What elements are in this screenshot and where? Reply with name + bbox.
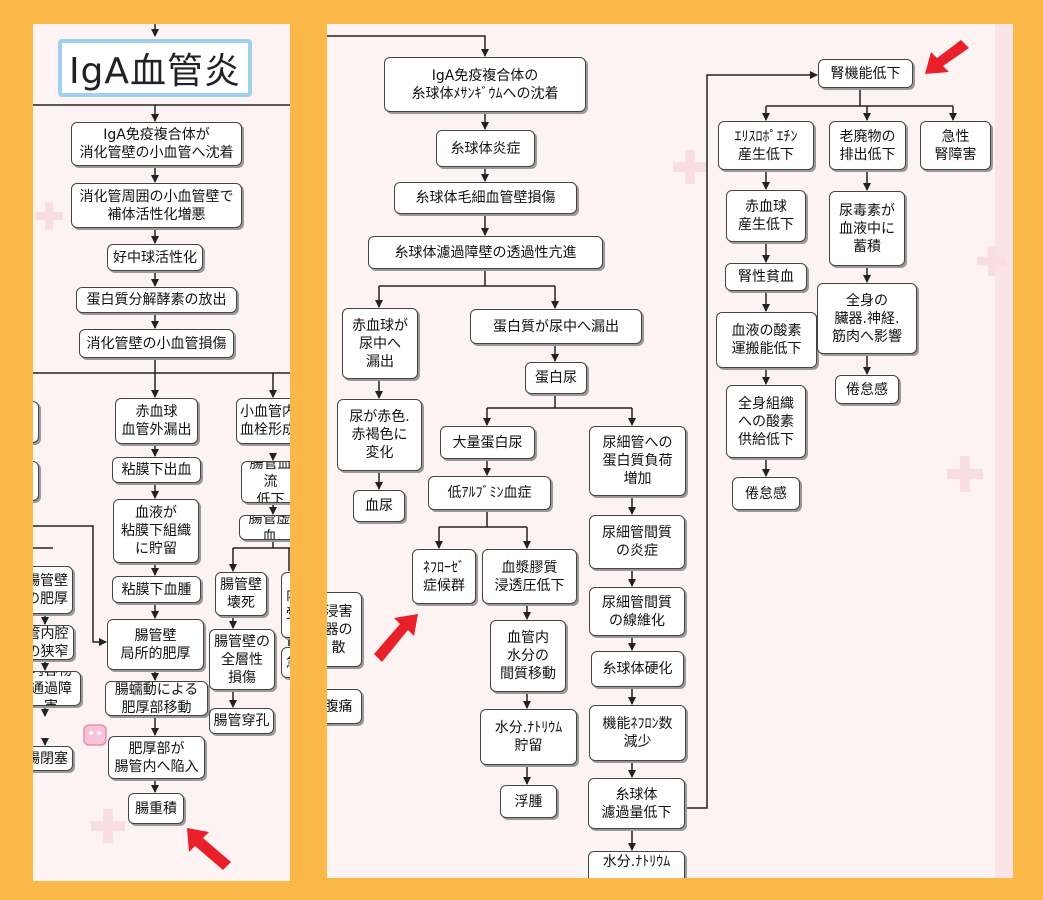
node-capillary-wall-damage: 糸球体毛細血管壁損傷: [394, 182, 577, 214]
node-rbc-urine-leak: 赤血球が 尿中へ 漏出: [342, 308, 418, 379]
cross-decoration: [35, 202, 63, 230]
node-urine-color-change: 尿が赤色. 赤褐色に 変化: [337, 399, 422, 471]
node-partial-right-2: 急: [281, 647, 290, 678]
node-intestinal-blood-flow-drop: 腸管血流 低下: [241, 461, 290, 503]
node-epo-decrease: ｴﾘｽﾛﾎﾟｴﾁﾝ 産生低下: [718, 121, 814, 170]
node-submucosal-bleeding: 粘膜下出血: [112, 457, 201, 483]
node-microthrombus: 小血管内 血栓形成: [236, 398, 290, 444]
red-arrow-icon: [925, 40, 969, 74]
node-intussusception-entry: 肥厚部が 腸管内へ陥入: [108, 736, 205, 779]
node-submucosal-hematoma: 粘膜下血腫: [112, 576, 201, 603]
node-partial-left-2: [33, 461, 39, 501]
node-neutrophil-activation: 好中球活性化: [107, 244, 203, 271]
node-protease-release: 蛋白質分解酵素の放出: [76, 287, 237, 313]
node-tubulointerstitial-fibrosis: 尿細管間質 の線維化: [589, 587, 685, 636]
node-full-thickness-damage: 腸管壁の 全層性 損傷: [209, 629, 275, 690]
cross-decoration: [673, 150, 707, 184]
node-intussusception: 腸重積: [128, 793, 184, 824]
node-partial-left-damage: 浸害 器の 散: [327, 592, 362, 667]
node-fatigue-anemia: 倦怠感: [732, 477, 800, 510]
node-fluid-sodium-retention: 水分.ﾅﾄﾘｳﾑ 貯留: [480, 709, 577, 765]
node-gfr-decrease: 糸球体 濾過量低下: [588, 778, 685, 829]
node-fatigue-uremia: 倦怠感: [835, 375, 899, 404]
node-intestinal-necrosis: 腸管壁 壊死: [215, 572, 267, 616]
node-edema: 浮腫: [500, 785, 557, 818]
node-peristalsis-movement: 腸蠕動による 肥厚部移動: [105, 681, 208, 716]
node-glomerulosclerosis: 糸球体硬化: [591, 651, 684, 687]
node-oxygen-transport-drop: 血液の酸素 運搬能低下: [716, 312, 817, 368]
node-nephrotic-syndrome: ﾈﾌﾛｰｾﾞ 症候群: [412, 549, 476, 604]
node-gi-vessel-damage: 消化管壁の小血管損傷: [79, 329, 234, 358]
node-local-thickening: 腸管壁 局所的肥厚: [107, 619, 204, 670]
red-arrow-icon: [187, 828, 231, 870]
node-lumen-narrowing: 管内腔 の狭窄: [33, 625, 74, 660]
node-proteinuria: 蛋白尿: [525, 362, 587, 394]
node-nephron-loss: 機能ﾈﾌﾛﾝ数 減少: [589, 705, 686, 761]
node-tissue-oxygen-supply-drop: 全身組織 への酸素 供給低下: [726, 385, 806, 458]
node-filtration-permeability: 糸球体濾過障壁の透過性亢進: [368, 236, 603, 269]
node-blood-pooling: 血液が 粘膜下組織 に貯留: [113, 499, 199, 563]
node-systemic-organ-effects: 全身の 臟器.神経. 筋肉へ影響: [817, 283, 917, 354]
node-iga-deposit-mesangium: IgA免疫複合体の 糸球体ﾒｻﾝｷﾞｳﾑへの沈着: [384, 57, 586, 112]
node-massive-proteinuria: 大量蛋白尿: [440, 426, 535, 459]
node-oncotic-pressure-drop: 血漿膠質 浸透圧低下: [482, 549, 577, 604]
node-complement-activation: 消化管周囲の小血管壁で 補体活性化増悪: [71, 183, 242, 228]
node-intestinal-perforation: 腸管穿孔: [209, 708, 274, 734]
node-uremic-toxin-accumulation: 尿毒素が 血液中に 蓄積: [829, 191, 905, 266]
node-protein-leak: 蛋白質が尿中へ漏出: [470, 309, 642, 344]
cross-decoration: [977, 246, 1007, 276]
node-waste-excretion-drop: 老廃物の 排出低下: [829, 121, 906, 170]
node-partial-left-abdominal-pain: 腹痛: [327, 689, 362, 724]
left-flowchart-panel: IgA血管炎 IgA免疫複合体が 消化管壁の小血管へ沈着 消化管周囲の小血管壁で…: [33, 24, 290, 881]
node-wall-thickening: 腸管壁 の肥厚: [33, 566, 73, 614]
panel-edge-band: [995, 24, 1013, 878]
node-iga-deposit-gi: IgA免疫複合体が 消化管壁の小血管へ沈着: [71, 122, 242, 166]
node-interstitial-fluid-shift: 血管内 水分の 間質移動: [490, 620, 566, 692]
node-partial-right-1: 内 受: [281, 572, 290, 638]
sticker-decoration: [83, 724, 107, 746]
node-hematuria: 血尿: [353, 490, 405, 522]
right-flowchart-panel: IgA免疫複合体の 糸球体ﾒｻﾝｷﾞｳﾑへの沈着 糸球体炎症 糸球体毛細血管壁損…: [327, 24, 1013, 878]
node-passage-obstruction: 内容物 通過障害: [33, 671, 81, 706]
cross-decoration: [91, 809, 125, 843]
node-bowel-obstruction: 腸閉塞: [33, 746, 73, 771]
node-renal-anemia: 腎性貧血: [725, 263, 807, 291]
node-hypoalbuminemia: 低ｱﾙﾌﾞﾐﾝ血症: [428, 476, 551, 510]
node-intestinal-ischemia: 腸管虚血: [239, 515, 290, 540]
node-rbc-extravasation: 赤血球 血管外漏出: [115, 398, 198, 444]
node-acute-kidney-injury: 急性 腎障害: [920, 121, 991, 170]
red-arrow-icon: [374, 614, 418, 662]
diagram-title: IgA血管炎: [58, 39, 252, 97]
cross-decoration: [947, 456, 983, 492]
node-tubular-protein-load: 尿細管への 蛋白質負荷 増加: [589, 426, 686, 496]
node-glomerulonephritis: 糸球体炎症: [436, 130, 535, 167]
node-tubulointerstitial-inflammation: 尿細管間質 の炎症: [589, 515, 685, 569]
node-renal-dysfunction: 腎機能低下: [818, 59, 913, 88]
node-rbc-production-drop: 赤血球 産生低下: [726, 190, 806, 242]
node-fluid-sodium-partial: 水分.ﾅﾄﾘｳﾑ: [588, 851, 685, 878]
node-partial-left-1: [33, 401, 39, 443]
